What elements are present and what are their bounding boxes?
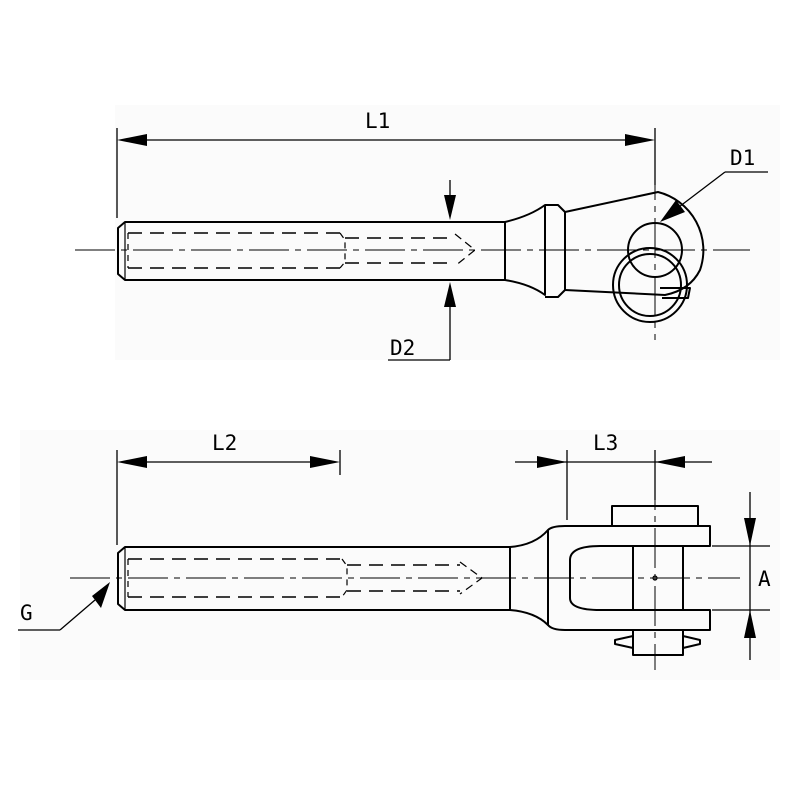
L1-label: L1 xyxy=(365,109,390,133)
L2-dimension: L2 xyxy=(116,431,341,545)
D2-dimension: D2 xyxy=(388,180,456,361)
bottom-view-background xyxy=(20,430,780,680)
fork-jaws xyxy=(547,525,711,631)
D1-dimension: D1 xyxy=(660,146,768,222)
A-label: A xyxy=(758,567,771,591)
pin-body xyxy=(632,545,684,611)
G-dimension: G xyxy=(18,582,110,631)
D2-label: D2 xyxy=(390,336,415,360)
L3-label: L3 xyxy=(593,431,618,455)
top-view-eye-terminal xyxy=(75,160,750,340)
A-dimension: A xyxy=(712,492,771,660)
split-ring xyxy=(612,247,688,323)
L3-dimension: L3 xyxy=(515,431,712,520)
L2-label: L2 xyxy=(212,431,237,455)
D1-label: D1 xyxy=(730,146,755,170)
top-view-background xyxy=(115,105,780,360)
bottom-neck xyxy=(509,529,549,626)
bottom-view-fork-terminal xyxy=(70,470,740,670)
G-label: G xyxy=(20,601,33,625)
L1-dimension: L1 xyxy=(116,109,656,218)
